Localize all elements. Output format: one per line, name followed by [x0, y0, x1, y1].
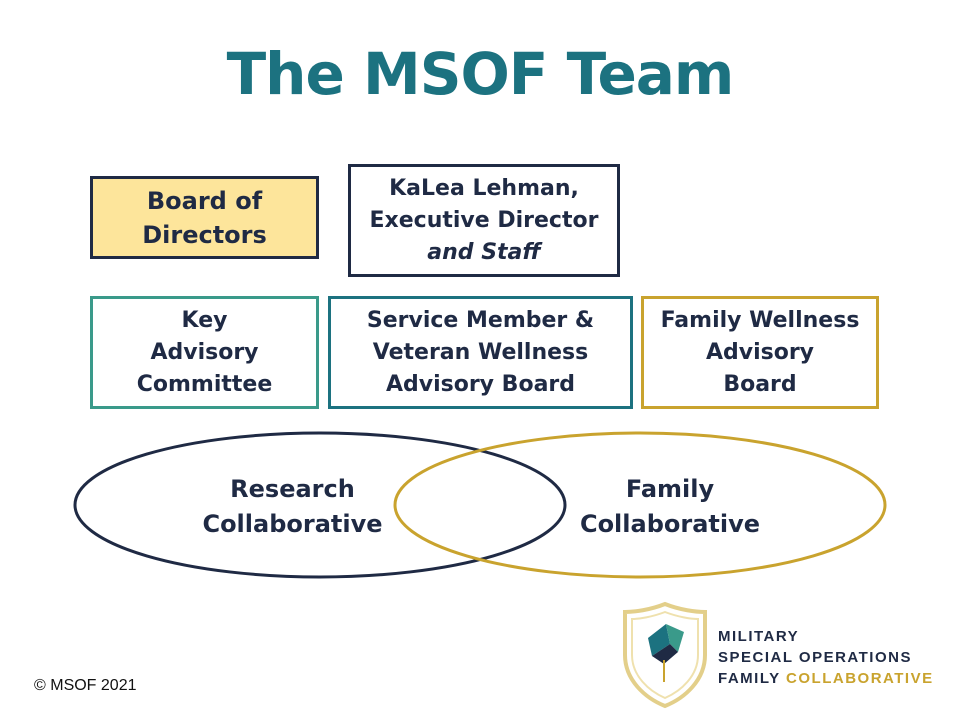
research-line-2: Collaborative — [202, 510, 383, 538]
key-advisory-committee-box: Key Advisory Committee — [90, 296, 319, 409]
research-line-1: Research — [230, 475, 355, 503]
family-line-1: Family — [625, 475, 715, 503]
exec-line-2: Executive Director — [369, 207, 599, 233]
family-wellness-board-box: Family Wellness Advisory Board — [641, 296, 879, 409]
fam-line-2: Advisory — [705, 339, 815, 365]
logo-collaborative: COLLABORATIVE — [786, 670, 934, 687]
fam-line-3: Board — [723, 371, 797, 397]
key-line-1: Key — [181, 307, 228, 333]
key-line-2: Advisory — [150, 339, 259, 365]
research-ellipse — [73, 431, 567, 579]
msof-logo-text: MILITARY SPECIAL OPERATIONS FAMILY COLLA… — [718, 626, 934, 689]
family-collaborative-label: Family Collaborative — [565, 472, 775, 542]
fam-line-1: Family Wellness — [660, 307, 860, 333]
research-collaborative-label: Research Collaborative — [190, 472, 395, 542]
service-member-veteran-board-box: Service Member & Veteran Wellness Adviso… — [328, 296, 633, 409]
board-line-2: Directors — [142, 220, 267, 249]
family-line-2: Collaborative — [579, 510, 761, 538]
logo-line-3: FAMILY COLLABORATIVE — [718, 668, 934, 689]
board-of-directors-box: Board of Directors — [90, 176, 319, 259]
logo-line-2: SPECIAL OPERATIONS — [718, 649, 912, 666]
svc-line-1: Service Member & — [366, 307, 595, 333]
svc-line-2: Veteran Wellness — [372, 339, 589, 365]
exec-line-1: KaLea Lehman, — [389, 175, 579, 201]
logo-family: FAMILY — [718, 670, 787, 687]
key-line-3: Committee — [136, 371, 273, 397]
family-ellipse — [393, 431, 887, 579]
page-title: The MSOF Team — [226, 40, 735, 108]
collaboratives-venn — [73, 431, 887, 579]
executive-director-box: KaLea Lehman, Executive Director and Sta… — [348, 164, 620, 277]
copyright-text: © MSOF 2021 — [34, 677, 137, 694]
exec-line-3: and Staff — [427, 239, 541, 265]
logo-line-1: MILITARY — [718, 628, 800, 645]
msof-shield-icon — [623, 601, 707, 709]
board-line-1: Board of — [146, 186, 263, 215]
svc-line-3: Advisory Board — [385, 371, 576, 397]
